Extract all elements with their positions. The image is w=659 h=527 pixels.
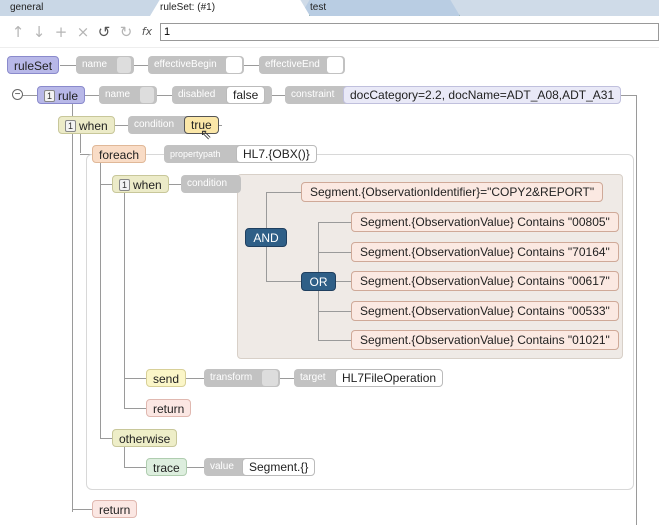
mouse-cursor-icon: ⇖ [200,126,212,142]
segment-value-condition[interactable]: Segment.{ObservationValue} Contains "006… [351,271,619,291]
segment-identifier-condition[interactable]: Segment.{ObservationIdentifier}="COPY2&R… [301,182,604,202]
rule-name-value[interactable] [140,87,154,103]
prop-label: effectiveBegin [154,59,217,70]
when-label: when [133,178,162,192]
foreach-propertypath-prop[interactable]: propertypath [164,145,254,163]
rule-disabled-value[interactable]: false [226,86,266,104]
send-target-value[interactable]: HL7FileOperation [335,369,444,387]
prop-label: propertypath [170,149,221,159]
segment-value-condition[interactable]: Segment.{ObservationValue} Contains "005… [351,301,619,321]
redo-icon[interactable]: ↻ [119,23,133,41]
trace-node[interactable]: trace [146,458,187,476]
toolbar: ↑ ↓ + × ↺ ↻ fx [0,16,659,48]
segment-value-condition[interactable]: Segment.{ObservationValue} Contains "010… [351,330,619,350]
arrow-down-icon[interactable]: ↓ [32,23,46,41]
return-node[interactable]: return [146,399,192,417]
rule-constraint-value[interactable]: docCategory=2.2, docName=ADT_A08,ADT_A31 [343,86,622,104]
prop-label: effectiveEnd [265,59,320,70]
ruleset-name-value[interactable] [117,57,131,73]
prop-label: name [105,89,131,100]
close-icon[interactable]: × [76,23,90,41]
expression-input[interactable] [160,23,659,41]
trace-value[interactable]: Segment.{} [242,458,316,476]
arrow-up-icon[interactable]: ↑ [11,23,25,41]
prop-label: target [300,372,326,383]
tab-general[interactable]: general [0,0,162,16]
send-transform-value[interactable] [262,370,278,386]
send-transform-prop[interactable]: transform [204,369,280,387]
prop-label: name [82,59,108,70]
rule-badge: 1 [44,90,56,102]
when-badge: 1 [65,120,77,132]
foreach-node[interactable]: foreach [92,145,147,163]
tab-ruleset[interactable]: ruleSet: (#1) [150,0,310,16]
tab-bar: general test ruleSet: (#1) [0,0,659,16]
when-badge: 1 [119,179,131,191]
when-condition-value[interactable]: true [184,116,219,134]
segment-value-condition[interactable]: Segment.{ObservationValue} Contains "701… [351,242,619,262]
prop-label: value [210,461,234,472]
ruleset-effective-begin-prop[interactable]: effectiveBegin [148,56,244,74]
prop-label: transform [210,372,253,383]
and-operator[interactable]: AND [245,228,287,247]
prop-label: condition [187,178,228,189]
undo-icon[interactable]: ↺ [97,23,111,41]
plus-icon[interactable]: + [54,23,68,41]
or-operator[interactable]: OR [301,272,336,291]
effective-begin-value[interactable] [226,57,242,73]
rule-constraint-prop[interactable]: constraint [285,86,355,104]
ruleset-effective-end-prop[interactable]: effectiveEnd [259,56,345,74]
foreach-propertypath-value[interactable]: HL7.{OBX()} [236,145,317,163]
send-node[interactable]: send [146,369,187,387]
collapse-icon[interactable]: − [12,89,23,100]
when-label: when [79,119,108,133]
effective-end-value[interactable] [327,57,343,73]
segment-value-condition[interactable]: Segment.{ObservationValue} Contains "008… [351,212,619,232]
otherwise-node[interactable]: otherwise [112,429,178,447]
trace-value-prop[interactable]: value [204,458,252,476]
prop-label: condition [134,119,175,130]
prop-label: disabled [178,89,216,100]
return-node-outer[interactable]: return [92,500,138,518]
condition-box [237,174,623,359]
foreach-container [86,154,634,490]
tab-test[interactable]: test [300,0,460,16]
rule-label: rule [58,89,79,103]
inner-when-condition-prop[interactable]: condition [181,175,241,193]
function-icon[interactable]: fx [141,25,153,38]
prop-label: constraint [291,89,335,100]
send-target-prop[interactable]: target [294,369,346,387]
ruleset-node[interactable]: ruleSet [7,56,60,74]
